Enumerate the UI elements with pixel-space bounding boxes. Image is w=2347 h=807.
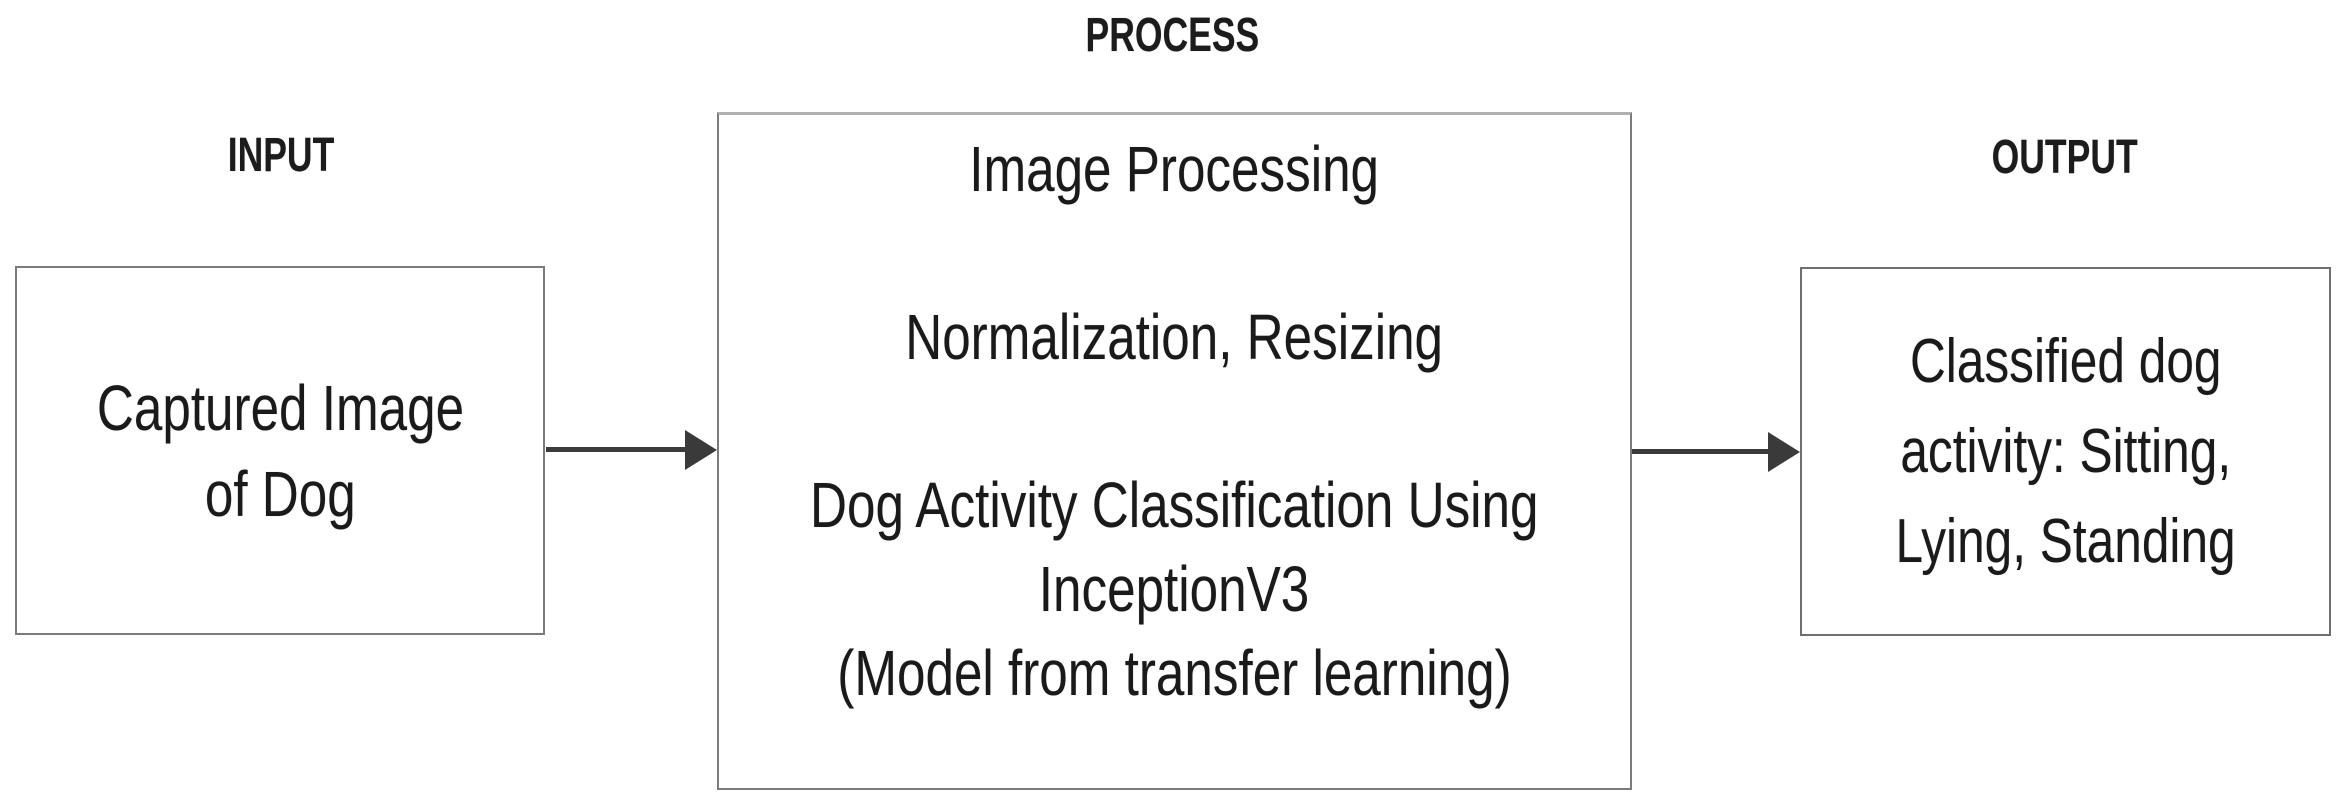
- output-stage-label: OUTPUT: [1915, 132, 2215, 184]
- output-box-text: Lying, Standing: [1895, 507, 2236, 576]
- process-box-line: Image Processing: [719, 127, 1630, 211]
- output-box-line: Classified dog: [1871, 317, 2260, 407]
- process-box-line: Dog Activity Classification Using: [719, 463, 1630, 547]
- input-box-text: of Dog: [204, 457, 356, 530]
- process-box-line: [719, 211, 1630, 295]
- arrow-right-icon: [685, 430, 717, 470]
- process-box: Image Processing Normalization, Resizing…: [717, 112, 1632, 790]
- arrow-line: [546, 447, 687, 452]
- process-stage-label: PROCESS: [1022, 10, 1322, 62]
- process-box-line: (Model from transfer learning): [719, 631, 1630, 715]
- output-box-line: Lying, Standing: [1853, 497, 2278, 587]
- arrow-process-to-output: [1632, 432, 1800, 472]
- process-box-text: Normalization, Resizing: [905, 301, 1444, 373]
- process-box-line: [719, 379, 1630, 463]
- output-box: Classified dog activity: Sitting, Lying,…: [1800, 267, 2331, 636]
- arrow-right-icon: [1768, 432, 1800, 472]
- input-stage-label-text: INPUT: [227, 129, 335, 182]
- output-box-text: activity: Sitting,: [1900, 417, 2231, 486]
- process-box-text: (Model from transfer learning): [837, 637, 1512, 709]
- input-stage-label: INPUT: [131, 130, 431, 182]
- process-box-text: Image Processing: [969, 133, 1380, 205]
- arrow-line: [1632, 449, 1770, 454]
- input-box: Captured Image of Dog: [15, 266, 545, 635]
- process-box-line: InceptionV3: [719, 547, 1630, 631]
- arrow-input-to-process: [546, 430, 717, 470]
- input-box-line: Captured Image: [51, 365, 510, 451]
- process-box-text: Dog Activity Classification Using: [810, 469, 1539, 541]
- output-stage-label-text: OUTPUT: [1991, 131, 2139, 184]
- process-box-text: InceptionV3: [1039, 553, 1310, 625]
- output-box-text: Classified dog: [1909, 327, 2222, 396]
- input-box-line: of Dog: [186, 451, 375, 537]
- process-stage-label-text: PROCESS: [1085, 9, 1259, 62]
- output-box-line: activity: Sitting,: [1859, 407, 2272, 497]
- input-box-text: Captured Image: [96, 371, 464, 444]
- process-box-line: Normalization, Resizing: [719, 295, 1630, 379]
